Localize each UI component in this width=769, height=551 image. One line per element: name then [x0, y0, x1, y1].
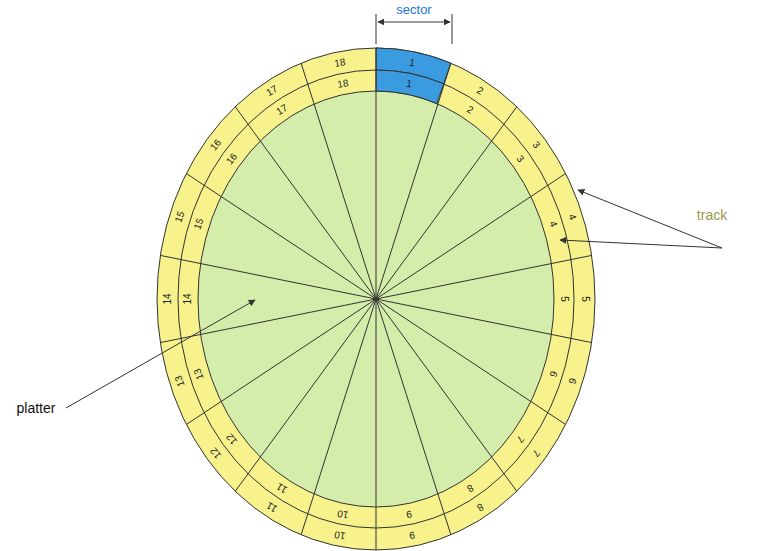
sector-number: 14	[183, 293, 193, 304]
sector-number: 5	[580, 296, 590, 302]
sector-boundary	[235, 107, 376, 299]
sector-boundary	[301, 299, 376, 535]
sector-boundary	[186, 174, 376, 300]
sector-number: 1	[405, 78, 412, 89]
sector-boundary	[376, 299, 377, 550]
sector-number: 14	[163, 293, 173, 304]
sector-number: 5	[559, 296, 569, 302]
sector-number: 9	[405, 509, 412, 520]
sector-number: 10	[333, 529, 346, 541]
sector-boundary	[376, 299, 451, 535]
sector-span-arrow	[378, 22, 450, 23]
sector-label: sector	[396, 3, 431, 16]
sector-number: 18	[333, 57, 346, 69]
outer-track	[157, 48, 595, 550]
sector-boundary	[376, 299, 566, 425]
highlighted-sector	[376, 70, 444, 104]
platter-label: platter	[17, 401, 56, 415]
sector-tick	[376, 14, 377, 44]
platter-leader	[66, 300, 255, 408]
track-leader	[560, 240, 722, 248]
sector-boundary	[301, 63, 376, 299]
sector-boundary	[376, 107, 517, 299]
sector-boundary	[376, 63, 451, 299]
sector-number: 18	[337, 78, 350, 90]
spindle	[374, 297, 378, 301]
sector-number: 10	[337, 508, 350, 520]
sector-boundary	[376, 255, 592, 299]
sector-boundary	[376, 48, 377, 299]
sector-tick	[452, 14, 453, 44]
sector-boundary	[235, 299, 376, 491]
track-label: track	[697, 208, 727, 222]
sector-boundary	[376, 299, 517, 491]
